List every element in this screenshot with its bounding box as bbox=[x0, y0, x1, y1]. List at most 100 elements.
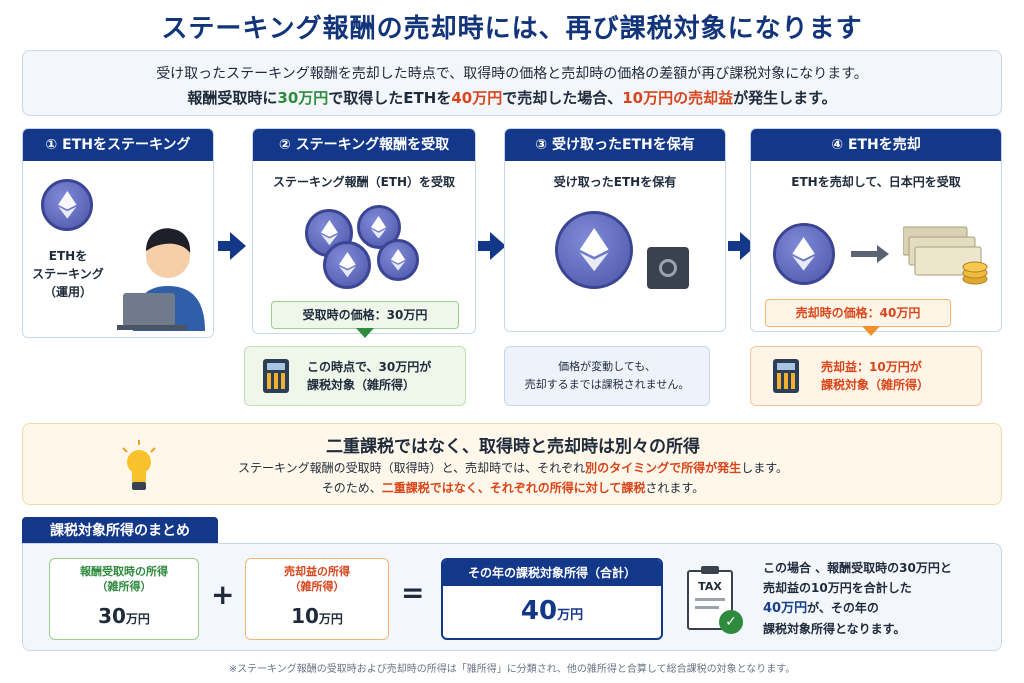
info-text: されます。 bbox=[645, 481, 705, 495]
step-4-subtitle: ETHを売却して、日本円を受取 bbox=[791, 175, 961, 189]
eth-coin-icon bbox=[377, 239, 419, 281]
intro-panel: 受け取ったステーキング報酬を売却した時点で、取得時の価格と売却時の価格の差額が再… bbox=[22, 50, 1002, 116]
down-arrow-icon bbox=[356, 328, 374, 338]
box-heading-line: 報酬受取時の所得 bbox=[80, 565, 168, 578]
person-laptop-icon bbox=[113, 201, 213, 331]
step-4-note-text: 売却益：10万円が 課税対象（雑所得） bbox=[821, 358, 929, 394]
summary-header: 課税対象所得のまとめ bbox=[22, 517, 218, 545]
intro-text: が発生します。 bbox=[733, 89, 837, 107]
calculator-icon bbox=[773, 359, 799, 393]
step-1-caption-line: （運用） bbox=[43, 285, 92, 299]
step-2-note: この時点で、30万円が 課税対象（雑所得） bbox=[244, 346, 466, 406]
tax-label: TAX bbox=[698, 580, 722, 593]
box-value: 10万円 bbox=[246, 604, 388, 628]
value-unit: 万円 bbox=[125, 612, 150, 626]
gain-income-box: 売却益の所得 （雑所得） 10万円 bbox=[245, 558, 389, 640]
step-1-caption-line: ETHを bbox=[48, 249, 88, 263]
summary-line: 40万円が、その年の bbox=[763, 598, 993, 619]
acquire-price: 30万円 bbox=[277, 89, 329, 107]
info-banner: 二重課税ではなく、取得時と売却時は別々の所得 ステーキング報酬の受取時（取得時）… bbox=[22, 423, 1002, 505]
step-4-card: ④ ETHを売却 ETHを売却して、日本円を受取 売却時の価格：40万円 bbox=[750, 128, 1002, 332]
step-1-header: ① ETHをステーキング bbox=[23, 129, 213, 161]
gain-amount: 10万円の売却益 bbox=[622, 89, 734, 107]
step-1-caption-line: ステーキング bbox=[32, 267, 104, 281]
box-heading-line: 売却益の所得 bbox=[284, 565, 350, 578]
plus-sign: + bbox=[211, 578, 235, 611]
total-income-box: その年の課税対象所得（合計） 40万円 bbox=[441, 558, 663, 640]
info-highlight: 別のタイミングで所得が発生 bbox=[585, 461, 742, 475]
step-3-header: ③ 受け取ったETHを保有 bbox=[505, 129, 725, 161]
step-3-note: 価格が変動しても、 売却するまでは課税されません。 bbox=[504, 346, 710, 406]
total-value: 40万円 bbox=[443, 596, 661, 626]
step-4-price-tag: 売却時の価格：40万円 bbox=[765, 299, 951, 327]
down-arrow-icon bbox=[862, 326, 880, 336]
box-heading: 売却益の所得 （雑所得） bbox=[246, 559, 388, 594]
step-2-card: ② ステーキング報酬を受取 ステーキング報酬（ETH）を受取 受取時の価格：30… bbox=[252, 128, 476, 334]
step-3-note-text: 価格が変動しても、 売却するまでは課税されません。 bbox=[525, 358, 690, 394]
intro-text: で売却した場合、 bbox=[502, 89, 623, 107]
safe-icon bbox=[647, 247, 689, 289]
value-unit: 万円 bbox=[557, 608, 584, 623]
equals-sign: = bbox=[401, 576, 425, 609]
note-line: 売却益：10万円が bbox=[821, 360, 922, 374]
total-highlight: 40万円 bbox=[763, 601, 808, 616]
summary-line: 売却益の10万円を合計した bbox=[763, 581, 912, 595]
info-title: 二重課税ではなく、取得時と売却時は別々の所得 bbox=[326, 437, 700, 457]
step-1-caption: ETHを ステーキング （運用） bbox=[27, 247, 109, 301]
page-title: ステーキング報酬の売却時には、再び課税対象になります bbox=[161, 14, 863, 44]
note-line: この時点で、30万円が bbox=[307, 360, 432, 374]
summary-line: 課税対象所得となります。 bbox=[763, 622, 906, 636]
step-3-subtitle: 受け取ったETHを保有 bbox=[553, 175, 677, 189]
info-line-2: そのため、二重課税ではなく、それぞれの所得に対して課税されます。 bbox=[23, 478, 1003, 498]
box-value: 30万円 bbox=[50, 604, 198, 628]
eth-coin-icon bbox=[555, 211, 633, 289]
step-4-header: ④ ETHを売却 bbox=[751, 129, 1001, 161]
intro-line-2: 報酬受取時に30万円で取得したETHを40万円で売却した場合、10万円の売却益が… bbox=[23, 86, 1001, 110]
eth-coin-icon bbox=[323, 241, 371, 289]
value-number: 10 bbox=[291, 604, 319, 628]
arrow-1-icon bbox=[218, 232, 246, 260]
step-2-note-text: この時点で、30万円が 課税対象（雑所得） bbox=[307, 358, 431, 394]
box-heading-line: （雑所得） bbox=[96, 580, 152, 593]
info-highlight: 二重課税ではなく、それぞれの所得に対して課税 bbox=[381, 481, 646, 495]
summary-explanation: この場合 、報酬受取時の30万円と 売却益の10万円を合計した 40万円が、その… bbox=[763, 558, 993, 639]
tax-document-icon: TAX ✓ bbox=[687, 566, 745, 636]
step-2-subtitle: ステーキング報酬（ETH）を受取 bbox=[272, 175, 456, 189]
info-text: ステーキング報酬の受取時（取得時）と、売却時では、それぞれ bbox=[238, 461, 586, 475]
sell-price: 40万円 bbox=[451, 89, 503, 107]
acquire-income-box: 報酬受取時の所得 （雑所得） 30万円 bbox=[49, 558, 199, 640]
value-unit: 万円 bbox=[318, 612, 343, 626]
eth-coin-icon bbox=[41, 179, 93, 231]
intro-line-1: 受け取ったステーキング報酬を売却した時点で、取得時の価格と売却時の価格の差額が再… bbox=[156, 66, 868, 82]
info-text: します。 bbox=[741, 461, 788, 475]
value-number: 40 bbox=[520, 596, 558, 626]
note-line: 課税対象（雑所得） bbox=[307, 378, 416, 392]
info-text: そのため、 bbox=[321, 481, 382, 495]
info-line-1: ステーキング報酬の受取時（取得時）と、売却時では、それぞれ別のタイミングで所得が… bbox=[23, 458, 1003, 478]
value-number: 30 bbox=[98, 604, 126, 628]
yen-cash-icon bbox=[902, 225, 993, 289]
summary-panel: 報酬受取時の所得（雑所得） 30万円 + 売却益の所得（雑所得） 10万円 = … bbox=[22, 543, 1002, 651]
lightbulb-icon bbox=[119, 440, 159, 492]
footnote: ※ステーキング報酬の受取時および売却時の所得は「雑所得」に分類され、他の雑所得と… bbox=[228, 664, 796, 675]
step-2-price-tag: 受取時の価格：30万円 bbox=[271, 301, 459, 329]
summary-line: この場合 、報酬受取時の30万円と bbox=[763, 561, 952, 575]
info-body: ステーキング報酬の受取時（取得時）と、売却時では、それぞれ別のタイミングで所得が… bbox=[23, 458, 1003, 498]
step-3-card: ③ 受け取ったETHを保有 受け取ったETHを保有 bbox=[504, 128, 726, 332]
box-heading: 報酬受取時の所得 （雑所得） bbox=[50, 559, 198, 594]
calculator-icon bbox=[263, 359, 289, 393]
summary-text: が、その年の bbox=[807, 601, 879, 615]
intro-text: で取得したETHを bbox=[328, 89, 452, 107]
arrow-2-icon bbox=[478, 232, 506, 260]
step-2-header: ② ステーキング報酬を受取 bbox=[253, 129, 475, 161]
exchange-arrow-icon bbox=[851, 245, 889, 263]
note-line: 売却するまでは課税されません。 bbox=[524, 378, 690, 391]
intro-text: 報酬受取時に bbox=[187, 89, 278, 107]
total-heading: その年の課税対象所得（合計） bbox=[443, 560, 661, 586]
step-4-note: 売却益：10万円が 課税対象（雑所得） bbox=[750, 346, 982, 406]
check-icon: ✓ bbox=[719, 610, 743, 634]
eth-coin-icon bbox=[773, 223, 835, 285]
note-line: 課税対象（雑所得） bbox=[821, 378, 930, 392]
box-heading-line: （雑所得） bbox=[289, 580, 345, 593]
step-1-card: ① ETHをステーキング ETHを ステーキング （運用） bbox=[22, 128, 214, 338]
